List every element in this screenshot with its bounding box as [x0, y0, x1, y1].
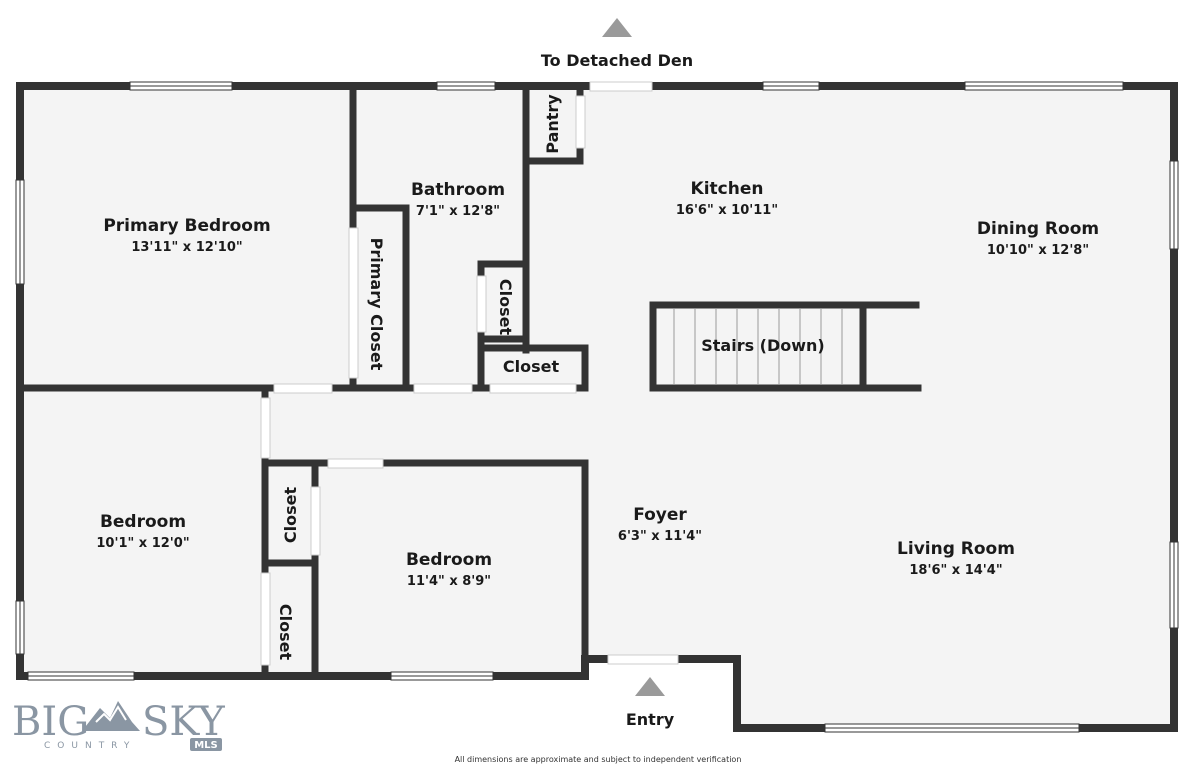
pantry-label: Pantry: [543, 94, 562, 154]
kitchen-dims: 16'6" x 10'11": [676, 203, 778, 218]
windows: [15, 81, 1179, 733]
logo-mls-text: MLS: [194, 740, 218, 751]
primary-closet-label: Primary Closet: [367, 238, 386, 371]
living-room-label: Living Room: [897, 539, 1015, 559]
foyer-label: Foyer: [633, 505, 687, 525]
entry-arrow-icon: [635, 677, 665, 696]
foyer-dims: 6'3" x 11'4": [618, 529, 702, 544]
hall-closet-label: Closet: [503, 357, 560, 376]
bathroom-label: Bathroom: [411, 180, 505, 200]
stair-treads: [673, 309, 843, 384]
bedroom-mid-label: Bedroom: [406, 550, 492, 570]
kitchen-label: Kitchen: [691, 179, 764, 199]
floor-area: [20, 86, 1174, 728]
logo-sky-text: SKY: [142, 699, 225, 745]
big-sky-logo: BIG SKY COUNTRY MLS: [12, 699, 225, 751]
door-openings: [260, 81, 679, 666]
bedroom-left-dims: 10'1" x 12'0": [96, 536, 189, 551]
living-room-dims: 18'6" x 14'4": [909, 563, 1002, 578]
logo-country-text: COUNTRY: [44, 741, 136, 751]
primary-bedroom-dims: 13'11" x 12'10": [131, 240, 242, 255]
bedroom-left-label: Bedroom: [100, 512, 186, 532]
stairs-label: Stairs (Down): [701, 336, 825, 355]
bathroom-dims: 7'1" x 12'8": [416, 204, 500, 219]
dining-room-label: Dining Room: [977, 219, 1099, 239]
up-arrow-icon: [602, 18, 632, 37]
upper-closet-label: Closet: [281, 487, 300, 544]
primary-bedroom-label: Primary Bedroom: [103, 216, 270, 236]
disclaimer-text: All dimensions are approximate and subje…: [455, 755, 742, 764]
bedroom-mid-dims: 11'4" x 8'9": [407, 574, 491, 589]
outer-walls: [16, 82, 1178, 732]
bath-closet-label: Closet: [496, 279, 515, 336]
dining-room-dims: 10'10" x 12'8": [987, 243, 1089, 258]
mountain-icon: [82, 701, 140, 731]
entry-label: Entry: [626, 710, 675, 729]
logo-big-text: BIG: [12, 699, 89, 745]
lower-closet-label: Closet: [276, 604, 295, 661]
to-detached-den-label: To Detached Den: [541, 51, 693, 70]
mls-badge: [190, 738, 222, 751]
